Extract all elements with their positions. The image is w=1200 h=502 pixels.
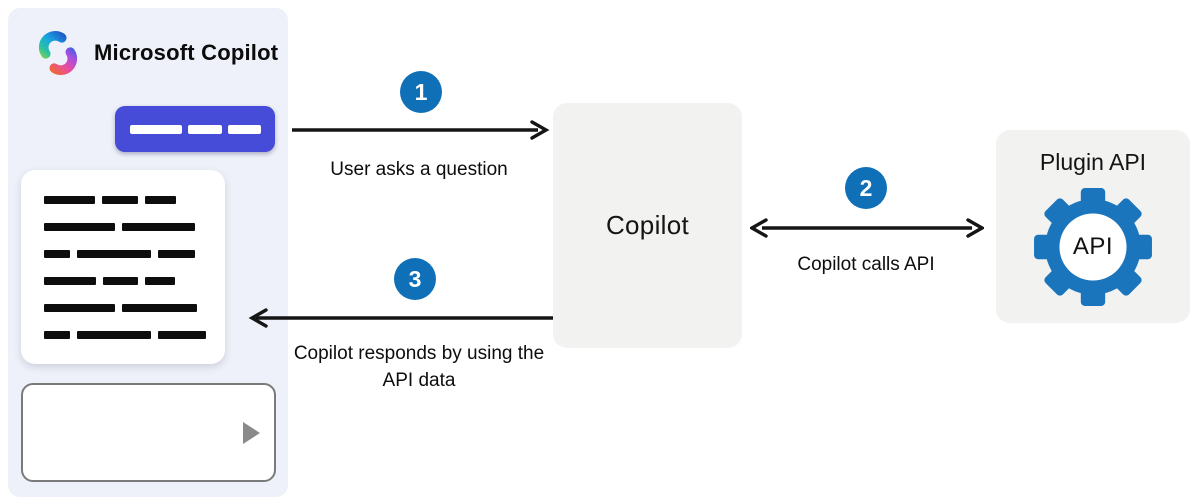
- text-dash: [158, 250, 195, 258]
- pill-dash: [227, 124, 261, 134]
- text-dash: [77, 250, 151, 258]
- panel-title: Microsoft Copilot: [94, 40, 279, 65]
- text-row: [44, 196, 225, 204]
- text-dash: [44, 304, 115, 312]
- arrow-step-1: [292, 120, 550, 140]
- text-dash: [44, 331, 70, 339]
- text-dash: [44, 277, 96, 285]
- step-3-badge: 3: [394, 258, 436, 300]
- gear-api-label: API: [1072, 233, 1114, 260]
- arrow-step-3: [248, 308, 553, 328]
- arrow-step-2: [750, 218, 984, 238]
- plugin-api-node: Plugin API API: [996, 130, 1190, 323]
- text-dash: [145, 196, 176, 204]
- plugin-api-title: Plugin API: [1039, 149, 1147, 175]
- step-2-label: Copilot calls API: [797, 254, 935, 275]
- step-2-badge: 2: [845, 167, 887, 209]
- chat-input[interactable]: [21, 383, 276, 482]
- step-1-badge: 1: [400, 71, 442, 113]
- text-row: [44, 250, 225, 258]
- text-dash: [145, 277, 175, 285]
- copilot-logo-icon: [38, 31, 78, 75]
- text-row: [44, 223, 225, 231]
- text-dash: [158, 331, 206, 339]
- text-row: [44, 304, 225, 312]
- user-prompt-pill: [115, 106, 275, 152]
- text-dash: [44, 250, 70, 258]
- send-icon[interactable]: [243, 421, 260, 444]
- copilot-app-panel: Microsoft Copilot: [8, 8, 288, 497]
- text-row: [44, 277, 225, 285]
- text-dash: [102, 196, 138, 204]
- text-dash: [77, 331, 151, 339]
- text-dash: [103, 277, 138, 285]
- step-1-label: User asks a question: [330, 159, 508, 180]
- step-3-label: Copilot responds by using the API data: [293, 343, 545, 391]
- copilot-node: Copilot: [553, 103, 742, 348]
- gear-icon: [1034, 188, 1152, 306]
- text-row: [44, 331, 225, 339]
- pill-dash: [187, 124, 222, 134]
- text-dash: [44, 223, 115, 231]
- panel-header: Microsoft Copilot: [35, 30, 278, 76]
- text-dash: [44, 196, 95, 204]
- pill-dash: [129, 124, 182, 134]
- text-dash: [122, 223, 195, 231]
- gear-wrap: API: [1032, 186, 1154, 308]
- response-card: [21, 170, 225, 364]
- copilot-node-label: Copilot: [605, 210, 690, 240]
- text-dash: [122, 304, 197, 312]
